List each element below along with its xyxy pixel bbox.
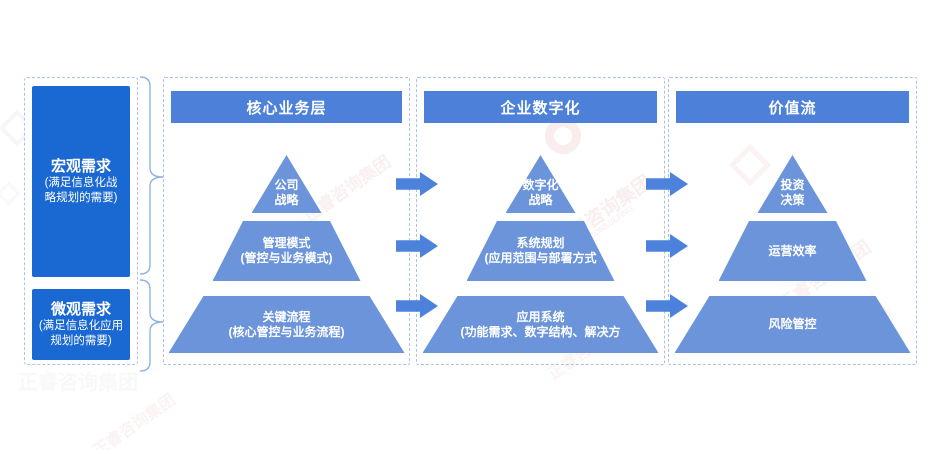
column-header-core-business: 核心业务层 xyxy=(171,91,402,123)
pyramid-level-digital-strategy: 数字化 战略 xyxy=(505,155,576,213)
pyramid-level-operational-efficiency: 运营效率 xyxy=(718,221,867,281)
column-header-enterprise-digitalization: 企业数字化 xyxy=(424,91,657,123)
pyramid-level-management-model: 管理模式 (管控与业务模式) xyxy=(212,221,361,281)
requirements-panel: 宏观需求 (满足信息化战 略规划的需要) 微观需求 (满足信息化应用 规划的需要… xyxy=(24,77,138,365)
macro-requirement-title: 宏观需求 xyxy=(50,157,111,175)
column-header-value-stream: 价值流 xyxy=(676,91,909,123)
level-line2: (管控与业务模式) xyxy=(240,251,333,265)
column-value-stream: 价值流 投资 决策 运营效率 风险管控 xyxy=(668,77,917,365)
micro-requirement-subtitle-line2: 规划的需要) xyxy=(50,334,112,347)
micro-brace-icon xyxy=(139,279,164,372)
level-line2: (核心管控与业务流程) xyxy=(228,324,345,339)
level-line1: 公司 xyxy=(274,178,299,192)
macro-brace-icon xyxy=(139,76,164,275)
level-line1: 风险管控 xyxy=(768,317,817,331)
pyramid-level-system-planning: 系统规划 (应用范围与部署方式 xyxy=(466,221,615,281)
micro-requirement-title: 微观需求 xyxy=(50,300,111,318)
level-line1: 应用系统 xyxy=(516,309,565,324)
level-line1: 运营效率 xyxy=(768,243,817,258)
micro-requirement-subtitle-line1: (满足信息化应用 xyxy=(38,319,124,332)
level-line2: 战略 xyxy=(528,193,553,207)
level-line2: 战略 xyxy=(274,193,299,207)
watermark-diamond-icon xyxy=(0,181,21,206)
level-line1: 系统规划 xyxy=(516,236,565,250)
micro-requirement-box: 微观需求 (满足信息化应用 规划的需要) xyxy=(32,289,130,360)
column-core-business: 核心业务层 公司 战略 管理模式 (管控与业务模式) 关键流程 (核心管控与业务… xyxy=(163,77,410,365)
pyramid-level-company-strategy: 公司 战略 xyxy=(251,155,322,213)
pyramid-level-application-system: 应用系统 (功能需求、数字结构、解决方 xyxy=(422,296,659,353)
watermark-text: 正睿咨询集团 xyxy=(90,391,179,450)
pyramid-level-investment-decision: 投资 决策 xyxy=(757,155,828,213)
macro-requirement-subtitle-line2: 略规划的需要) xyxy=(44,191,118,204)
macro-requirement-box: 宏观需求 (满足信息化战 略规划的需要) xyxy=(32,86,130,277)
level-line2: (应用范围与部署方式 xyxy=(484,251,597,265)
level-line1: 关键流程 xyxy=(262,309,311,324)
level-line1: 投资 xyxy=(780,178,805,192)
level-line2: 决策 xyxy=(780,193,805,207)
level-line1: 数字化 xyxy=(522,178,559,192)
level-line2: (功能需求、数字结构、解决方 xyxy=(460,324,621,339)
pyramid-level-key-processes: 关键流程 (核心管控与业务流程) xyxy=(168,296,405,353)
column-enterprise-digitalization: 企业数字化 数字化 战略 系统规划 (应用范围与部署方式 应用系统 (功能需求、… xyxy=(416,77,665,365)
watermark-text: 正睿咨询集团 xyxy=(18,372,138,394)
level-line1: 管理模式 xyxy=(262,236,311,250)
pyramid-level-risk-control: 风险管控 xyxy=(674,296,911,353)
macro-requirement-subtitle-line1: (满足信息化战 xyxy=(44,176,118,189)
